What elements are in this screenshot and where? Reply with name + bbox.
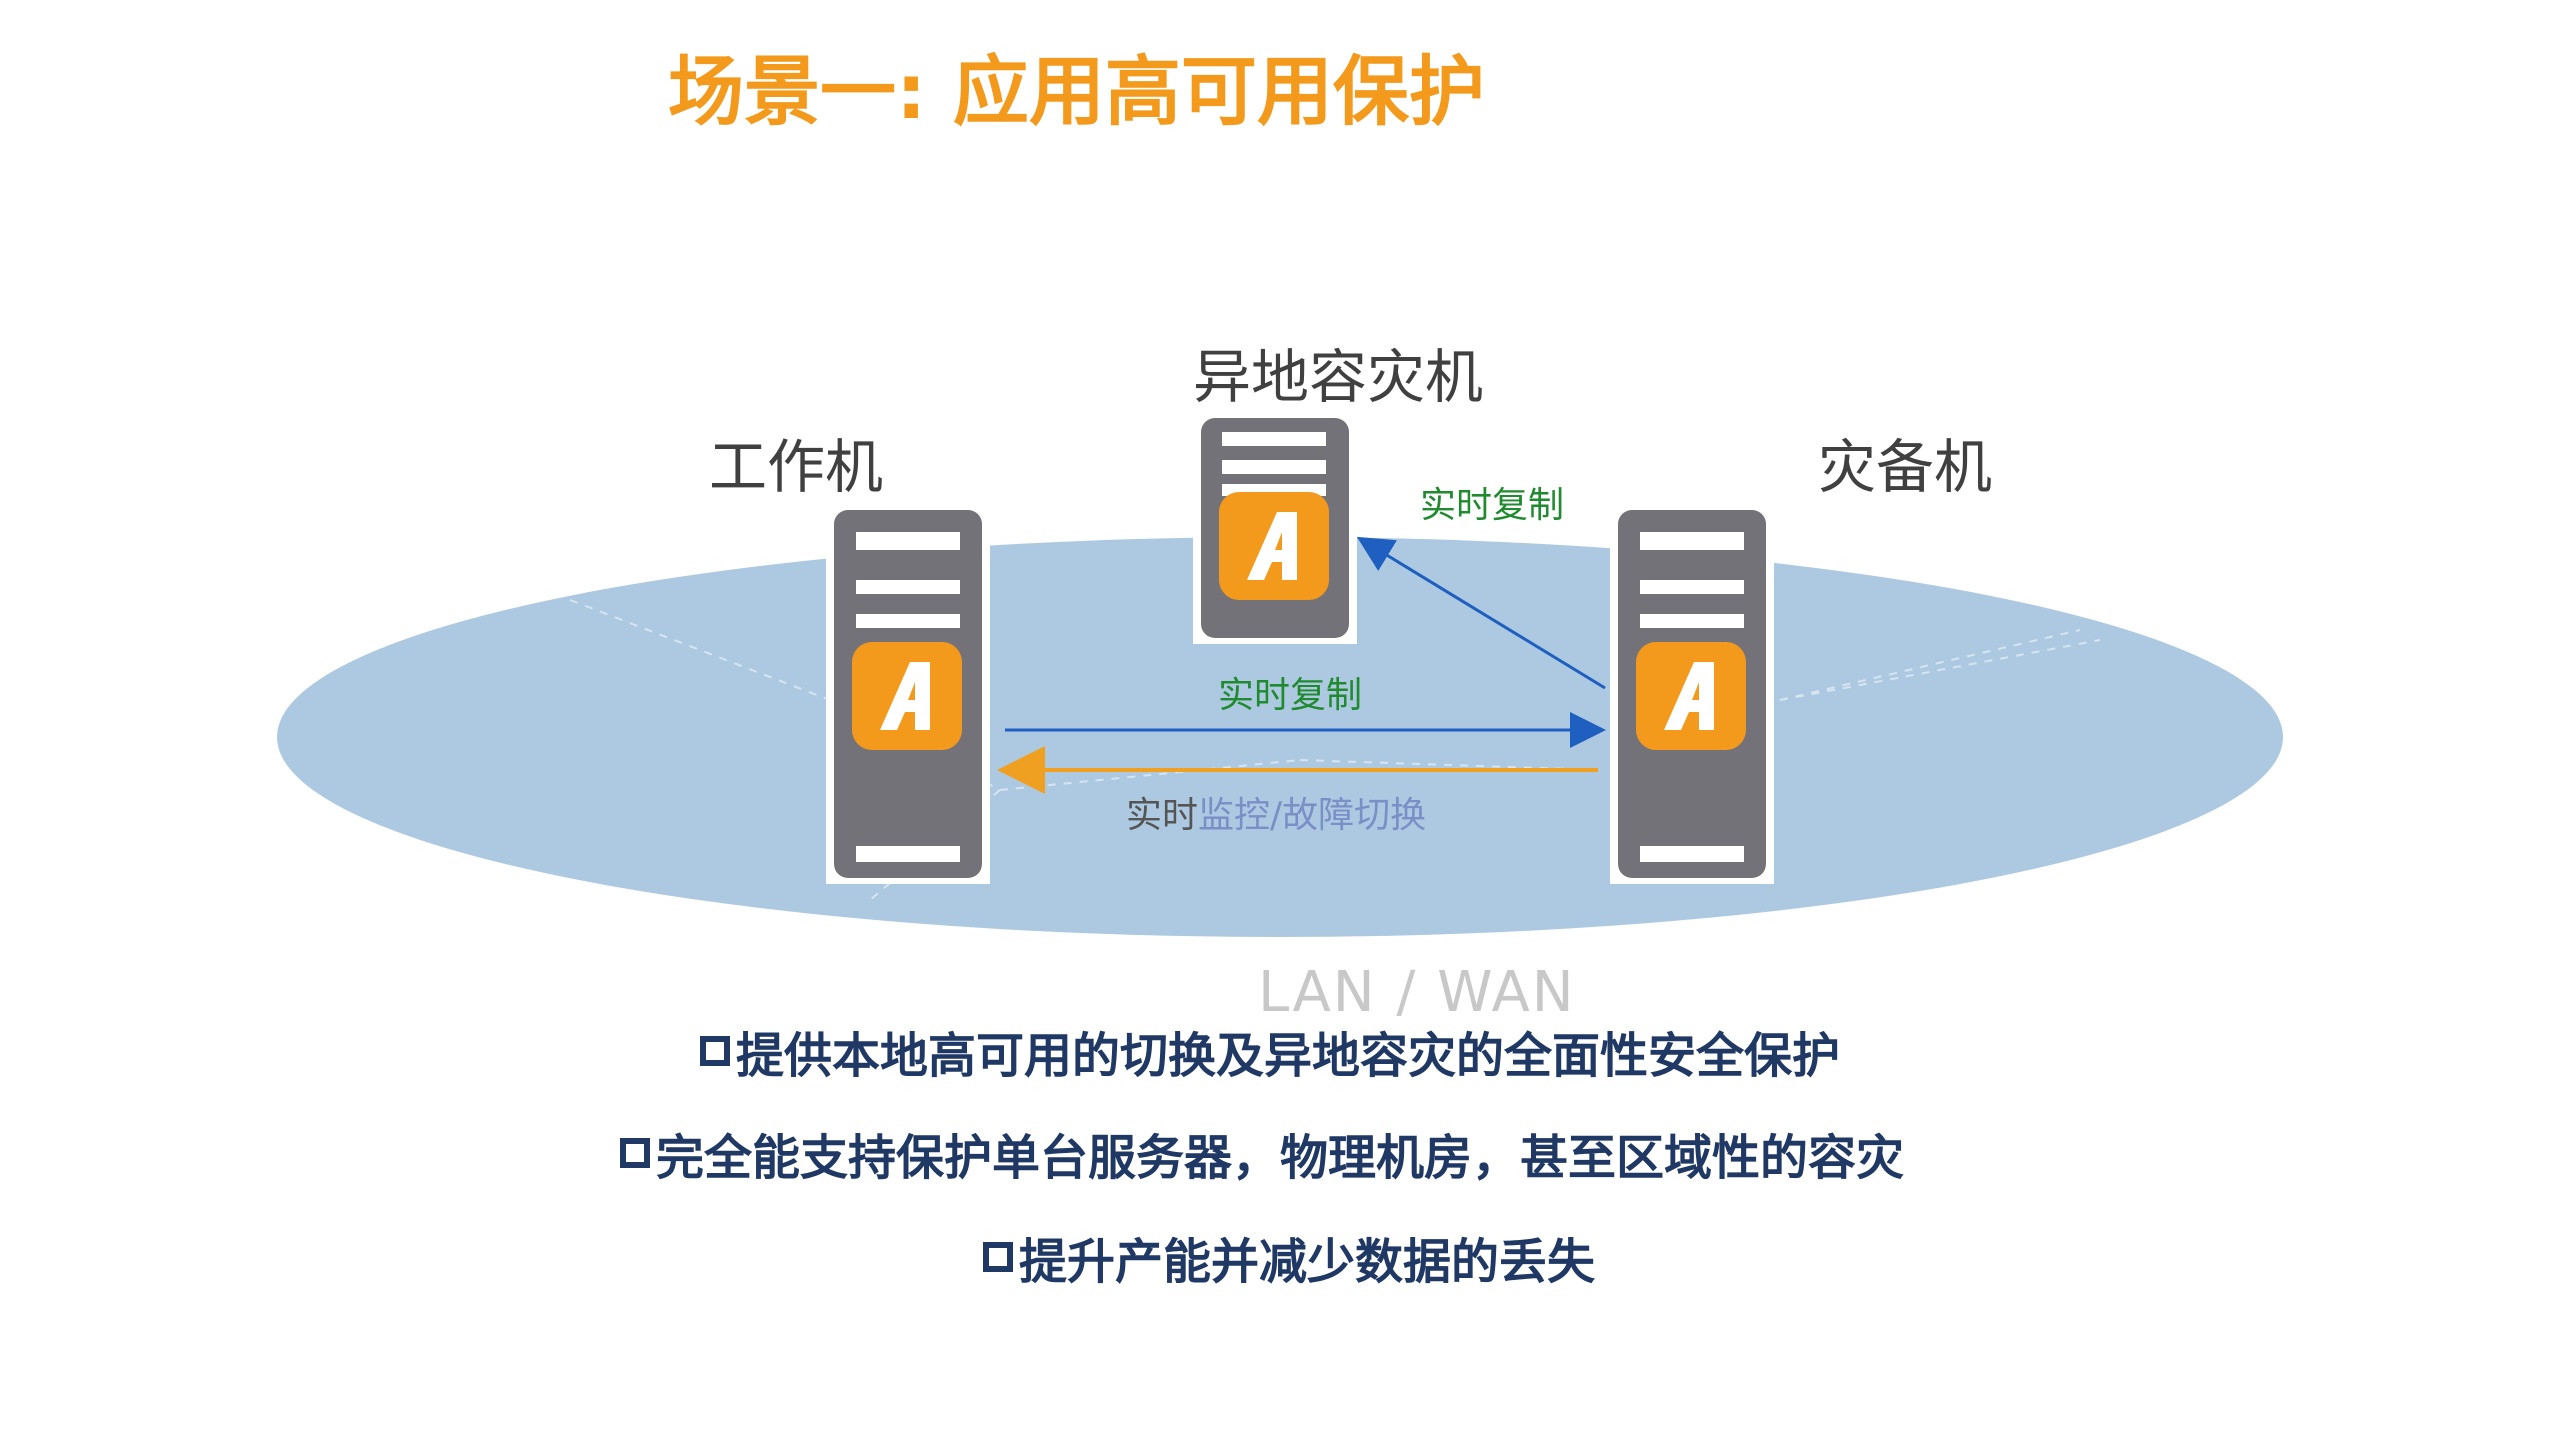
- checkbox-icon: [983, 1242, 1013, 1272]
- work-node-label: 工作机: [709, 433, 884, 501]
- monitor-suffix: 监控/故障切换: [1198, 795, 1427, 836]
- bullet-item: 提供本地高可用的切换及异地容灾的全面性安全保护: [700, 1016, 1840, 1086]
- replicate-remote-label: 实时复制: [1420, 485, 1565, 526]
- remote-server-icon: [1193, 412, 1357, 644]
- page-title: 场景一: 应用高可用保护: [668, 47, 1485, 136]
- backup-node-label: 灾备机: [1818, 433, 1993, 501]
- bullet-text: 提供本地高可用的切换及异地容灾的全面性安全保护: [736, 1028, 1841, 1084]
- network-label: LAN / WAN: [1258, 960, 1576, 1025]
- network-ellipse: [277, 537, 2283, 937]
- monitor-prefix: 实时: [1126, 795, 1199, 836]
- bullet-text: 完全能支持保护单台服务器，物理机房，甚至区域性的容灾: [656, 1130, 1905, 1186]
- checkbox-icon: [700, 1036, 730, 1066]
- checkbox-icon: [620, 1138, 650, 1168]
- backup-server-icon: [1610, 504, 1774, 884]
- bullet-item: 完全能支持保护单台服务器，物理机房，甚至区域性的容灾: [620, 1118, 1904, 1188]
- replicate-to-remote-arrow: [1356, 536, 1606, 690]
- work-server-icon: [826, 504, 990, 884]
- remote-node-label: 异地容灾机: [1193, 343, 1484, 411]
- replicate-backup-label: 实时复制: [1218, 675, 1363, 716]
- monitor-failover-label: 实时监控/故障切换: [1126, 786, 1426, 838]
- bullet-item: 提升产能并减少数据的丢失: [983, 1222, 1595, 1292]
- bullet-text: 提升产能并减少数据的丢失: [1019, 1234, 1596, 1290]
